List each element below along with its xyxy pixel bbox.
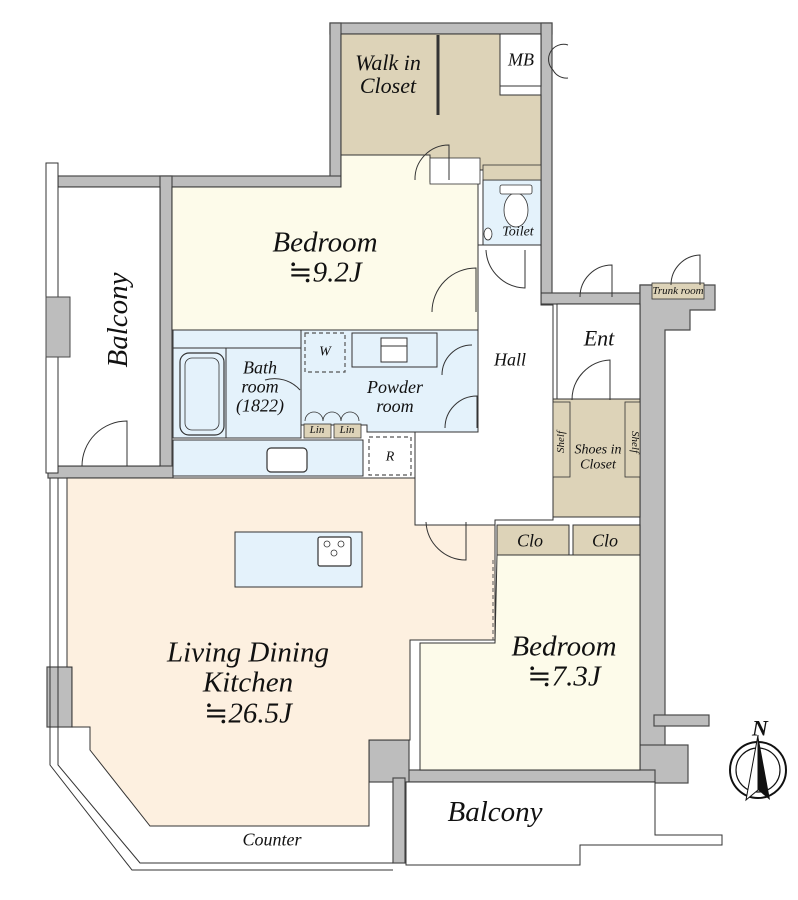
walk-in-closet-label: Walk in Closet <box>355 51 421 97</box>
linen-2-label: Lin <box>339 424 355 437</box>
entrance-floor <box>556 303 641 400</box>
bath-line2: room <box>241 376 279 397</box>
bath-line3: (1822) <box>236 395 284 416</box>
powder-line1: Powder <box>367 377 423 398</box>
trunk-room <box>651 282 705 300</box>
shelf-left-label: Shelf <box>555 431 568 453</box>
bath-line1: Bath <box>243 357 277 378</box>
entrance-label: Ent <box>583 325 615 351</box>
west-balcony-floor <box>57 186 161 467</box>
counter-label: Counter <box>242 829 302 850</box>
bedroom-2-area: ≒7.3J <box>527 661 601 693</box>
powder-line2: room <box>376 396 414 416</box>
bedroom-2-floor <box>419 554 641 771</box>
bedroom-1-name: Bedroom <box>272 226 378 259</box>
bedroom-2-name: Bedroom <box>511 630 617 663</box>
south-balcony-label: Balcony <box>447 795 543 828</box>
hall-floor <box>414 244 554 526</box>
closet-2-label: Clo <box>591 530 619 551</box>
closet-2 <box>572 524 641 556</box>
linen-1-label: Lin <box>309 424 325 437</box>
bedroom-1-area: ≒9.2J <box>288 257 362 289</box>
south-balcony-floor <box>405 781 723 866</box>
trunk-room-label: Trunk room <box>652 285 704 298</box>
bedroom-2-label: Bedroom ≒7.3J <box>511 630 617 693</box>
compass-icon <box>729 734 787 802</box>
doors <box>81 43 701 561</box>
toilet-label: Toilet <box>502 224 534 240</box>
ldk-line2: Kitchen <box>202 666 294 699</box>
shoes-closet-label: Shoes in Closet <box>574 443 621 472</box>
shelf-right-label: Shelf <box>628 431 641 453</box>
ldk-area: ≒26.5J <box>204 697 292 730</box>
ldk-floor <box>66 477 496 827</box>
hall-label: Hall <box>493 349 527 370</box>
ldk-line1: Living Dining <box>167 636 329 669</box>
meter-box <box>499 33 542 87</box>
shoes-closet-line1: Shoes in <box>574 442 622 458</box>
powder-room-label: Powder room <box>367 378 423 416</box>
closet-1 <box>496 524 570 556</box>
shoes-closet-line2: Closet <box>580 457 616 472</box>
bath-label: Bath room (1822) <box>236 357 284 416</box>
ldk-label: Living Dining Kitchen ≒26.5J <box>167 636 329 730</box>
walk-in-closet-line2: Closet <box>359 73 417 98</box>
closet-1-label: Clo <box>516 530 544 551</box>
west-balcony-label: Balcony <box>101 272 134 368</box>
meter-box-label: MB <box>508 49 534 70</box>
walk-in-closet-line1: Walk in <box>355 49 421 75</box>
washer-label: W <box>319 344 331 360</box>
fridge-label: R <box>385 449 395 465</box>
bedroom-1-label: Bedroom ≒9.2J <box>272 226 378 289</box>
compass-north-label: N <box>752 715 768 741</box>
